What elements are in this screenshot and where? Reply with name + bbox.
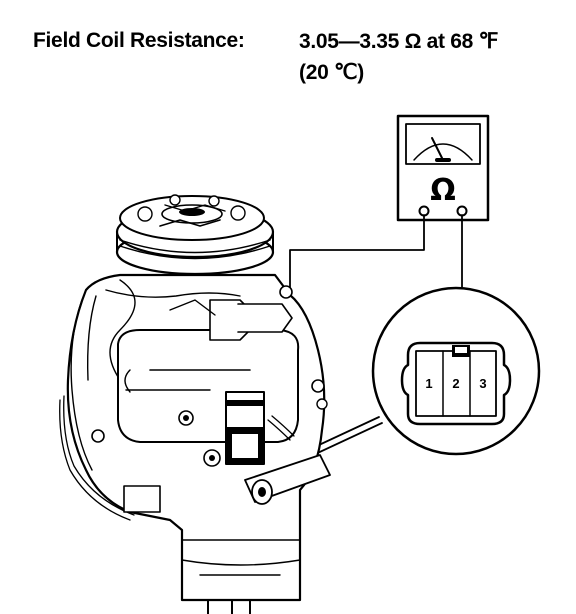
- connector-closeup: [371, 286, 541, 456]
- ac-compressor: [59, 194, 331, 614]
- meter-lead-left: [289, 214, 425, 293]
- specification-block: Field Coil Resistance: 3.05—3.35 Ω at 68…: [0, 0, 576, 100]
- meter-needle: [431, 137, 444, 161]
- terminal-2-label: 2: [452, 376, 459, 391]
- spec-label: Field Coil Resistance:: [33, 29, 245, 52]
- ohmmeter: [396, 114, 490, 222]
- spec-value-metric: (20 ℃): [299, 61, 364, 84]
- terminal-1-label: 1: [425, 376, 432, 391]
- terminal-3-label: 3: [479, 376, 486, 391]
- spec-value: 3.05—3.35 Ω at 68 ℉: [299, 30, 499, 53]
- ohm-symbol: Ω: [430, 173, 456, 208]
